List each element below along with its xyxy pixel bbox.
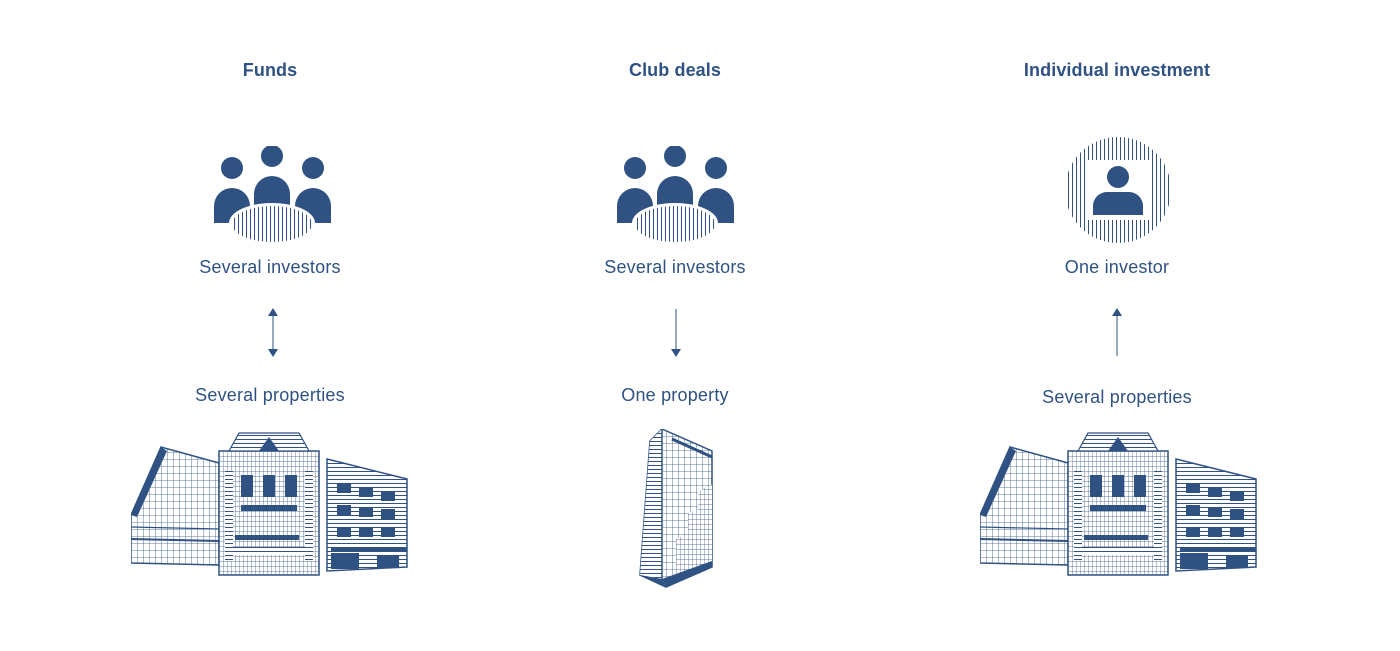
column-club-deals: Club deals Several investors One propert… (525, 0, 825, 651)
column-title: Funds (242, 60, 298, 80)
single-investor-icon (1064, 136, 1172, 244)
column-individual-investment: Individual investment One investor Sever… (967, 0, 1267, 651)
investor-group-icon (617, 146, 737, 246)
building-group-icon (131, 431, 409, 577)
investors-label: One investor (1064, 257, 1170, 277)
properties-label: One property (621, 385, 729, 405)
column-funds: Funds Several investors Several properti… (120, 0, 420, 651)
down-arrow-icon (668, 308, 684, 358)
double-arrow-icon (265, 308, 281, 358)
properties-label: Several properties (195, 385, 345, 405)
tower-building-icon (636, 429, 716, 589)
up-arrow-icon (1109, 307, 1125, 357)
column-title: Individual investment (1023, 60, 1211, 80)
building-group-icon (980, 431, 1258, 577)
investors-label: Several investors (604, 257, 746, 277)
column-title: Club deals (628, 60, 722, 80)
properties-label: Several properties (1042, 387, 1192, 407)
investor-group-icon (214, 146, 334, 246)
investors-label: Several investors (199, 257, 341, 277)
